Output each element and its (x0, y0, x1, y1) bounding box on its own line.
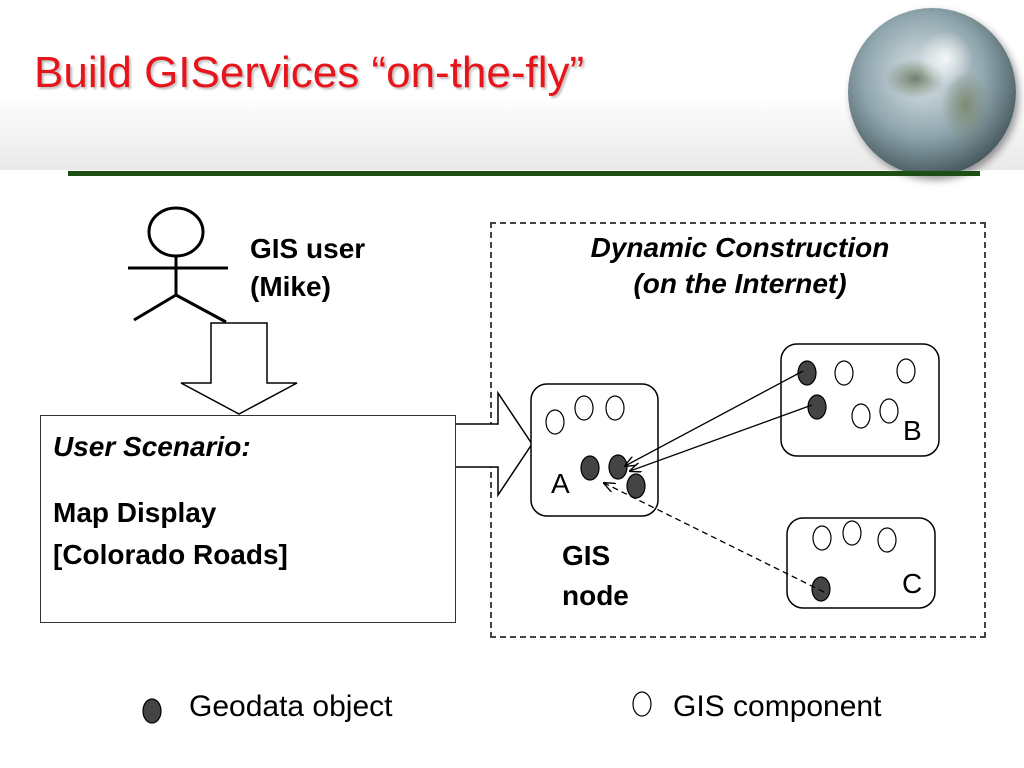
legend-geodata-icon (142, 698, 162, 724)
down-block-arrow (180, 322, 298, 415)
node-a-components (545, 395, 625, 435)
node-b-components (834, 358, 916, 429)
node-c-label: C (902, 568, 923, 599)
scenario-spacer (53, 464, 455, 492)
node-b-label: B (903, 415, 922, 446)
arrow-b2-to-a (630, 404, 813, 471)
user-scenario-box: User Scenario: Map Display [Colorado Roa… (40, 415, 456, 623)
dynamic-construction-caption: Dynamic Construction (on the Internet) (490, 230, 990, 302)
legend-component-icon (632, 691, 652, 717)
gis-user-label-line1: GIS user (250, 233, 366, 264)
legend-component-label: GIS component (673, 690, 882, 723)
node-a-geodata (580, 454, 646, 499)
gis-node-caption-line2: node (562, 580, 629, 611)
dynamic-caption-line2: (on the Internet) (633, 268, 847, 299)
gis-user-label: GIS user (Mike) (250, 230, 365, 306)
gis-node-caption-line1: GIS (562, 540, 611, 571)
arrow-b1-to-a (625, 370, 804, 466)
title-rule (68, 171, 980, 176)
node-a-label: A (551, 468, 570, 499)
gis-node-caption: GIS node (562, 536, 629, 616)
node-c-geodata (811, 576, 831, 602)
node-c-components (812, 520, 897, 553)
dynamic-caption-line1: Dynamic Construction (590, 232, 890, 263)
legend-geodata-label: Geodata object (189, 690, 393, 723)
arrow-c-to-a-dashed (604, 483, 825, 593)
scenario-title: User Scenario: (53, 431, 251, 462)
scenario-line2: [Colorado Roads] (53, 539, 288, 570)
gis-user-label-line2: (Mike) (250, 271, 331, 302)
scenario-line1: Map Display (53, 497, 217, 528)
slide-title: Build GIServices “on-the-fly” (34, 48, 585, 97)
globe-icon (848, 8, 1016, 176)
stick-figure-icon (128, 206, 228, 324)
node-b-geodata (797, 360, 827, 420)
